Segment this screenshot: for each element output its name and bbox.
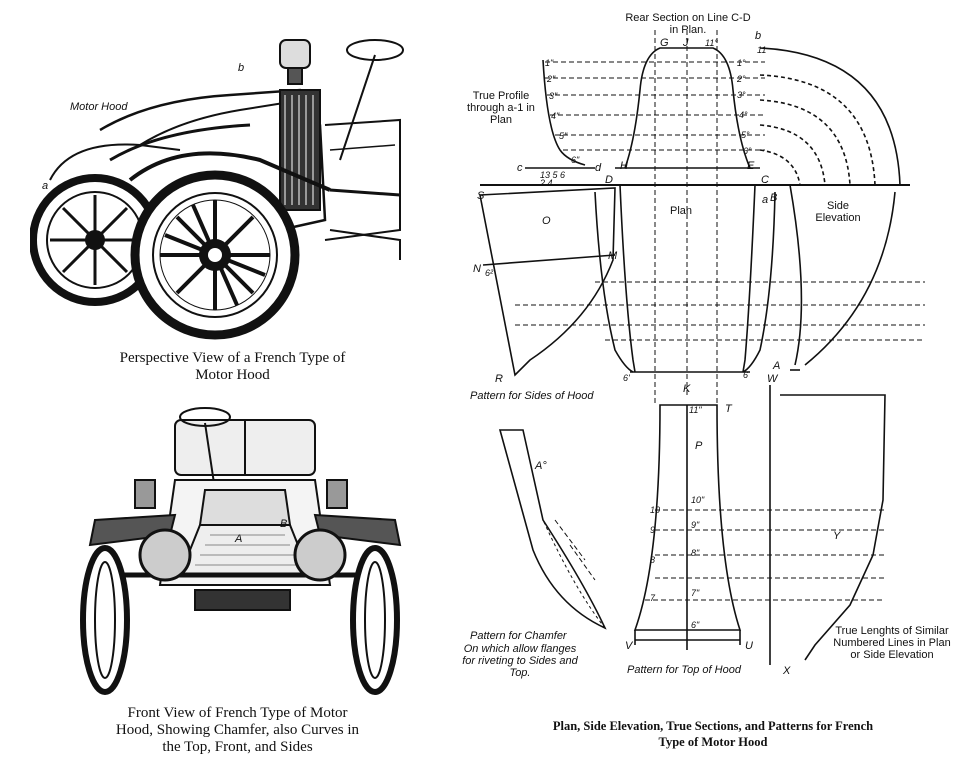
num-7: 7 — [650, 593, 656, 603]
pattern-sides-label: Pattern for Sides of Hood — [470, 390, 594, 402]
right-headlamp — [293, 528, 347, 582]
letter-Y: Y — [833, 530, 841, 542]
num-8: 8 — [650, 555, 656, 565]
letter-T: T — [725, 403, 732, 415]
deg-6: 6° — [743, 146, 752, 156]
patterns-drawing-panel: Rear Section on Line C-D in Plan. True P… — [455, 0, 961, 768]
letter-V: V — [625, 640, 633, 652]
num-6sq: 6² — [485, 268, 494, 278]
motor-hood-label: Motor Hood — [70, 101, 128, 113]
perspective-car-illustration — [29, 39, 404, 340]
deg-11: 11° — [705, 38, 718, 48]
label-b: b — [238, 62, 245, 74]
pp4: 4" — [551, 111, 560, 121]
num-9pp: 9" — [691, 520, 700, 530]
letter-E: E — [747, 160, 755, 172]
num-7pp: 7" — [691, 588, 700, 598]
letter-R: R — [495, 373, 503, 385]
front-caption: Front View of French Type of Motor Hood,… — [115, 705, 360, 755]
pp6: 6" — [571, 155, 580, 165]
num-6pp: 6" — [691, 620, 700, 630]
pattern-chamfer-label: Pattern for Chamfer — [470, 630, 567, 642]
front-label-b: B — [280, 518, 288, 530]
deg-2: 2° — [737, 74, 746, 84]
letter-N: N — [473, 263, 481, 275]
seq-24: 2 4 — [540, 178, 553, 188]
seq-1356: 13 5 6 — [540, 170, 566, 180]
left-front-wheel — [80, 545, 130, 695]
true-profile-label: True Profile through a-1 in Plan — [467, 90, 535, 126]
letter-X: X — [783, 665, 791, 677]
num-10pp: 10" — [691, 495, 705, 505]
letter-c: c — [517, 162, 523, 174]
right-front-wheel — [350, 545, 400, 695]
letter-a: a — [762, 194, 769, 206]
letter-b: b — [755, 30, 762, 42]
letter-A-side: A — [773, 360, 781, 372]
num-9: 9 — [650, 525, 656, 535]
pp2: 2" — [547, 74, 556, 84]
letter-G: G — [660, 37, 669, 49]
letter-D: D — [605, 174, 613, 186]
front-view-panel: A B — [75, 405, 405, 700]
letter-K: K — [683, 383, 691, 395]
num-6p: 6' — [623, 373, 630, 383]
letter-M: M — [608, 250, 618, 262]
pp5: 5" — [559, 131, 568, 141]
letter-Adeg: A° — [535, 460, 547, 472]
front-car-illustration — [80, 407, 402, 695]
letter-U: U — [745, 640, 753, 652]
hood-patterns-drawing — [479, 30, 925, 665]
front-label-a: A — [235, 533, 243, 545]
num-10: 10 — [650, 505, 661, 515]
letter-S: S — [477, 190, 485, 202]
num-11-top: 11 — [757, 45, 767, 55]
letter-B: B — [770, 192, 778, 204]
letter-H: H — [620, 160, 628, 172]
patterns-caption: Plan, Side Elevation, True Sections, and… — [552, 719, 874, 749]
num-8pp: 8" — [691, 548, 700, 558]
letter-W: W — [767, 373, 778, 385]
label-a: a — [42, 180, 49, 192]
pp1: 1" — [545, 58, 554, 68]
pp3: 3" — [549, 91, 558, 101]
letter-O: O — [542, 215, 551, 227]
pattern-top-label: Pattern for Top of Hood — [627, 664, 741, 676]
true-lengths-label: True Lenghts of Similar Numbered Lines i… — [833, 625, 951, 661]
deg-1: 1° — [737, 58, 746, 68]
rear-section-label: Rear Section on Line C-D in Plan. — [625, 12, 751, 36]
deg-3: 3° — [737, 90, 746, 100]
front-wheel — [130, 170, 300, 340]
num-6-plan: 6 — [743, 370, 749, 380]
letter-C: C — [761, 174, 769, 186]
left-headlamp — [138, 528, 192, 582]
plan-label: Plan — [670, 205, 693, 217]
side-elevation-label: Side Elevation — [815, 200, 861, 224]
perspective-caption: Perspective View of a French Type of Mot… — [119, 350, 346, 383]
perspective-view-panel: Motor Hood a b — [29, 30, 410, 350]
letter-J: J — [683, 37, 689, 49]
letter-d: d — [595, 162, 602, 174]
deg-4: 4° — [739, 110, 748, 120]
chamfer-note: On which allow flanges for riveting to S… — [462, 643, 578, 679]
letter-P: P — [695, 440, 703, 452]
num-11pp: 11" — [689, 405, 702, 415]
deg-5: 5° — [741, 130, 750, 140]
